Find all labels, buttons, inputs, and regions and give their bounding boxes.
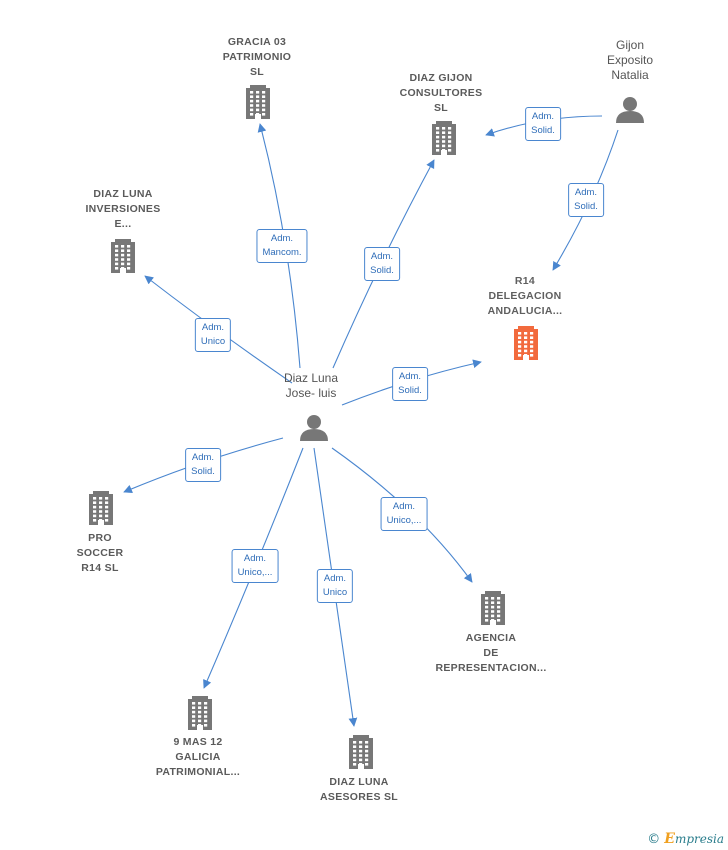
node-label-line: CONSULTORES: [399, 87, 483, 99]
edge-label-line: Unico,...: [237, 567, 273, 578]
building-icon-r14[interactable]: [514, 326, 538, 360]
node-label-agencia[interactable]: AGENCIA DE REPRESENTACION...: [435, 631, 546, 676]
edge-label-line: Unico,...: [386, 515, 422, 526]
person-icon-gijon[interactable]: [616, 97, 644, 123]
node-label-line: AGENCIA: [465, 632, 517, 644]
building-icon-prosoccer[interactable]: [89, 491, 113, 525]
node-label-gracia[interactable]: GRACIA 03 PATRIMONIO SL: [223, 35, 292, 80]
edge-label-line: Adm.: [243, 553, 267, 564]
node-label-line: 9 MAS 12: [173, 736, 223, 748]
node-label-line: DIAZ LUNA: [329, 776, 389, 788]
edge-label-line: Adm.: [201, 322, 225, 333]
edge-label-line: Adm.: [270, 233, 294, 244]
edge-label-gijon-diazgijon[interactable]: Adm. Solid.: [525, 107, 561, 141]
node-label-prosoccer[interactable]: PRO SOCCER R14 SL: [77, 531, 124, 576]
edge-label-line: Adm.: [323, 573, 347, 584]
edge-label-line: Solid.: [398, 385, 422, 396]
edge-label-line: Adm.: [531, 111, 555, 122]
node-label-line: SOCCER: [76, 547, 124, 559]
node-label-line: R14 SL: [81, 562, 119, 574]
node-label-line: ASESORES SL: [320, 791, 398, 803]
brand-name: mpresia: [674, 832, 724, 846]
building-icon-agencia[interactable]: [481, 591, 505, 625]
node-label-line: DIAZ LUNA: [93, 188, 153, 200]
node-label-line: GALICIA: [175, 751, 221, 763]
building-icon-diazgijon[interactable]: [432, 121, 456, 155]
node-label-line: INVERSIONES: [85, 203, 161, 215]
edge-label-diazgijon[interactable]: Adm. Solid.: [364, 247, 400, 281]
edge-label-prosoccer[interactable]: Adm. Solid.: [185, 448, 221, 482]
node-label-line: Jose- luis: [285, 386, 337, 400]
edge-label-line: Unico: [322, 587, 348, 598]
node-label-line: ANDALUCIA...: [487, 305, 563, 317]
edge-label-line: Solid.: [574, 201, 598, 212]
edge-label-line: Mancom.: [262, 247, 302, 258]
node-label-line: REPRESENTACION...: [435, 662, 547, 674]
building-icon-mas12[interactable]: [188, 696, 212, 730]
edge-label-line: Adm.: [398, 371, 422, 382]
node-label-line: Gijon: [615, 38, 644, 52]
empresia-logo[interactable]: ©Empresia: [647, 831, 724, 847]
node-label-line: Natalia: [611, 68, 649, 82]
edge-label-asesores[interactable]: Adm. Unico: [316, 569, 354, 603]
node-label-line: GRACIA 03: [227, 36, 287, 48]
node-label-line: Exposito: [606, 53, 654, 67]
node-label-line: DIAZ GIJON: [409, 72, 473, 84]
edge-label-line: Solid.: [191, 466, 215, 477]
node-label-line: PATRIMONIAL...: [155, 766, 241, 778]
node-label-line: PRO: [88, 532, 112, 544]
edge-label-line: Unico: [200, 336, 226, 347]
edge-label-mas12[interactable]: Adm. Unico,...: [231, 549, 279, 583]
copyright-symbol: ©: [647, 832, 661, 847]
node-label-line: E...: [114, 218, 132, 230]
node-label-asesores[interactable]: DIAZ LUNA ASESORES SL: [320, 775, 398, 805]
building-icon-inversiones[interactable]: [111, 239, 135, 273]
node-label-line: Diaz Luna: [283, 371, 339, 385]
node-label-line: SL: [433, 102, 449, 114]
node-label-mas12[interactable]: 9 MAS 12 GALICIA PATRIMONIAL...: [156, 735, 240, 780]
edge-label-r14[interactable]: Adm. Solid.: [392, 367, 428, 401]
node-label-line: PATRIMONIO: [222, 51, 292, 63]
building-icon-gracia[interactable]: [246, 85, 270, 119]
node-label-line: SL: [249, 66, 265, 78]
edge-label-line: Adm.: [392, 501, 416, 512]
edge-label-gijon-r14[interactable]: Adm. Solid.: [568, 183, 604, 217]
edge-label-line: Adm.: [574, 187, 598, 198]
person-icon-center[interactable]: [300, 415, 328, 441]
node-label-inversiones[interactable]: DIAZ LUNA INVERSIONES E...: [85, 187, 160, 232]
brand-initial: E: [664, 831, 675, 847]
edge-label-line: Adm.: [370, 251, 394, 262]
node-label-line: DELEGACION: [488, 290, 562, 302]
edge-label-line: Adm.: [191, 452, 215, 463]
node-label-line: DE: [483, 647, 499, 659]
node-label-line: R14: [514, 275, 536, 287]
edge-label-agencia[interactable]: Adm. Unico,...: [380, 497, 428, 531]
edge-label-line: Solid.: [370, 265, 394, 276]
edge-label-gracia[interactable]: Adm. Mancom.: [256, 229, 308, 263]
node-label-diazgijon[interactable]: DIAZ GIJON CONSULTORES SL: [400, 71, 483, 116]
edge-label-line: Solid.: [531, 125, 555, 136]
building-icon-asesores[interactable]: [349, 735, 373, 769]
edge-label-inversiones[interactable]: Adm. Unico: [194, 318, 232, 352]
